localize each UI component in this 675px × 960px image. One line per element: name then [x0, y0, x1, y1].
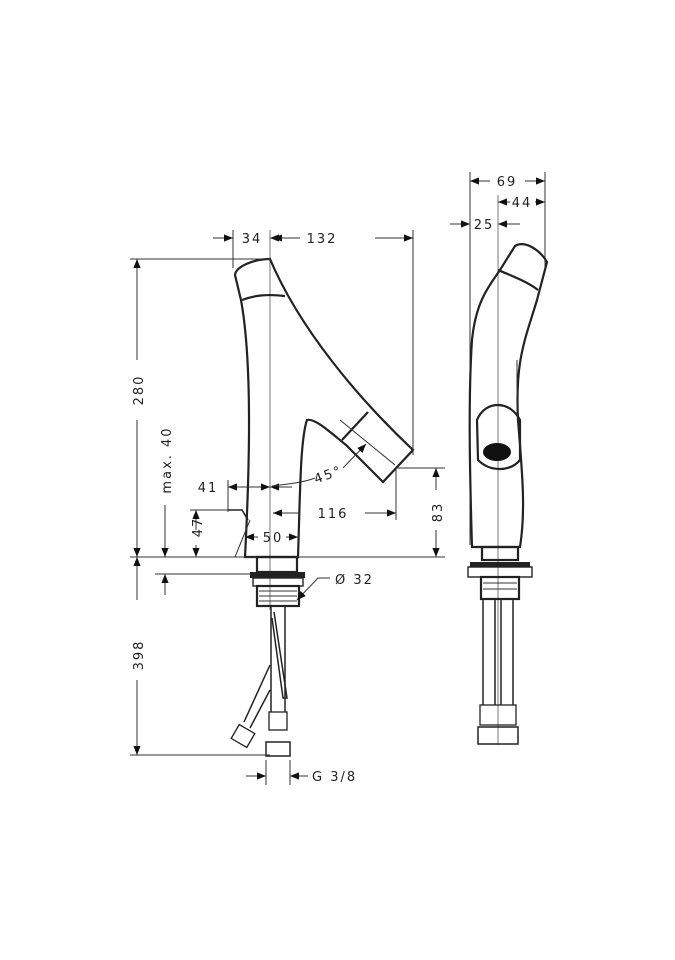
dim-projection: 132: [307, 232, 338, 247]
dim-outlet-height: 83: [431, 502, 446, 523]
dim-front-depth: 44: [512, 196, 533, 211]
side-spout-band: [497, 268, 539, 291]
spout-band: [241, 293, 286, 302]
dim-thread-diameter: Ø 32: [335, 573, 374, 588]
side-view: 69 44 25: [450, 172, 549, 745]
faucet-body-outline: [233, 257, 415, 559]
dim-total-depth: 69: [497, 175, 518, 190]
dim-reach: 116: [318, 507, 349, 522]
hoses: [230, 606, 291, 785]
outlet-band: [341, 411, 369, 441]
side-outlet: [475, 404, 522, 471]
mounting-thread: [250, 555, 305, 608]
dim-connection: G 3/8: [312, 770, 357, 785]
aerator: [483, 443, 511, 461]
dimensions-side: [450, 177, 545, 228]
dim-base-width: 50: [263, 531, 284, 546]
side-mounting-thread: [467, 545, 533, 601]
dim-rear-depth: 25: [474, 218, 495, 233]
dim-angle: 45°: [312, 463, 344, 487]
dim-hose-length: 398: [132, 640, 147, 671]
lever: [228, 509, 249, 521]
dim-lever-offset: 41: [198, 481, 219, 496]
dim-spout-offset: 34: [242, 232, 263, 247]
dim-max-thickness: max. 40: [160, 426, 175, 493]
outlet-axis: [339, 419, 396, 466]
dimensions-front: [130, 228, 445, 780]
dim-lever-height: 47: [191, 517, 206, 538]
dim-height: 280: [132, 375, 147, 406]
side-hoses: [477, 599, 519, 745]
side-body-outline: [468, 243, 549, 549]
front-view: 132 34 280 max. 40 41 45° 47 50 116 83 Ø…: [130, 228, 446, 785]
